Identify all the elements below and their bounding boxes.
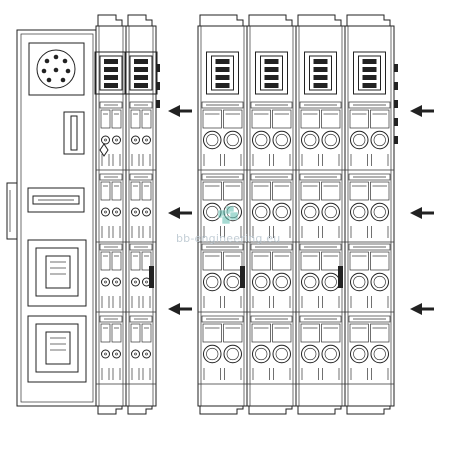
rj45-port-2-icon xyxy=(27,315,87,383)
left-arrow-icon xyxy=(410,105,434,117)
io-module-right-3 xyxy=(295,14,346,415)
left-arrow-icon xyxy=(168,207,192,219)
io-module-left-1 xyxy=(94,14,128,415)
io-module-right-4 xyxy=(344,14,395,415)
left-arrow-icon xyxy=(410,303,434,315)
side-tab xyxy=(394,64,398,72)
io-module-left-2 xyxy=(124,14,158,415)
side-tab xyxy=(394,100,398,108)
rj45-port-1-icon xyxy=(27,239,87,307)
diamond-marker xyxy=(99,143,109,157)
watermark-logo-icon xyxy=(217,205,239,225)
sd-card-slot-icon xyxy=(63,111,85,155)
left-arrow-icon xyxy=(410,207,434,219)
left-arrow-icon xyxy=(168,303,192,315)
side-tab xyxy=(394,136,398,144)
io-module-right-2 xyxy=(246,14,297,415)
controller-module xyxy=(6,29,105,407)
side-tab xyxy=(156,64,160,72)
usb-port-icon xyxy=(27,187,85,213)
watermark-text: bb-engineering.eu xyxy=(176,232,281,245)
round-8-pin-connector-icon xyxy=(28,42,85,96)
side-tab xyxy=(156,82,160,90)
left-arrow-icon xyxy=(168,105,192,117)
side-tab xyxy=(394,118,398,126)
side-tab xyxy=(394,82,398,90)
side-tab xyxy=(156,100,160,108)
